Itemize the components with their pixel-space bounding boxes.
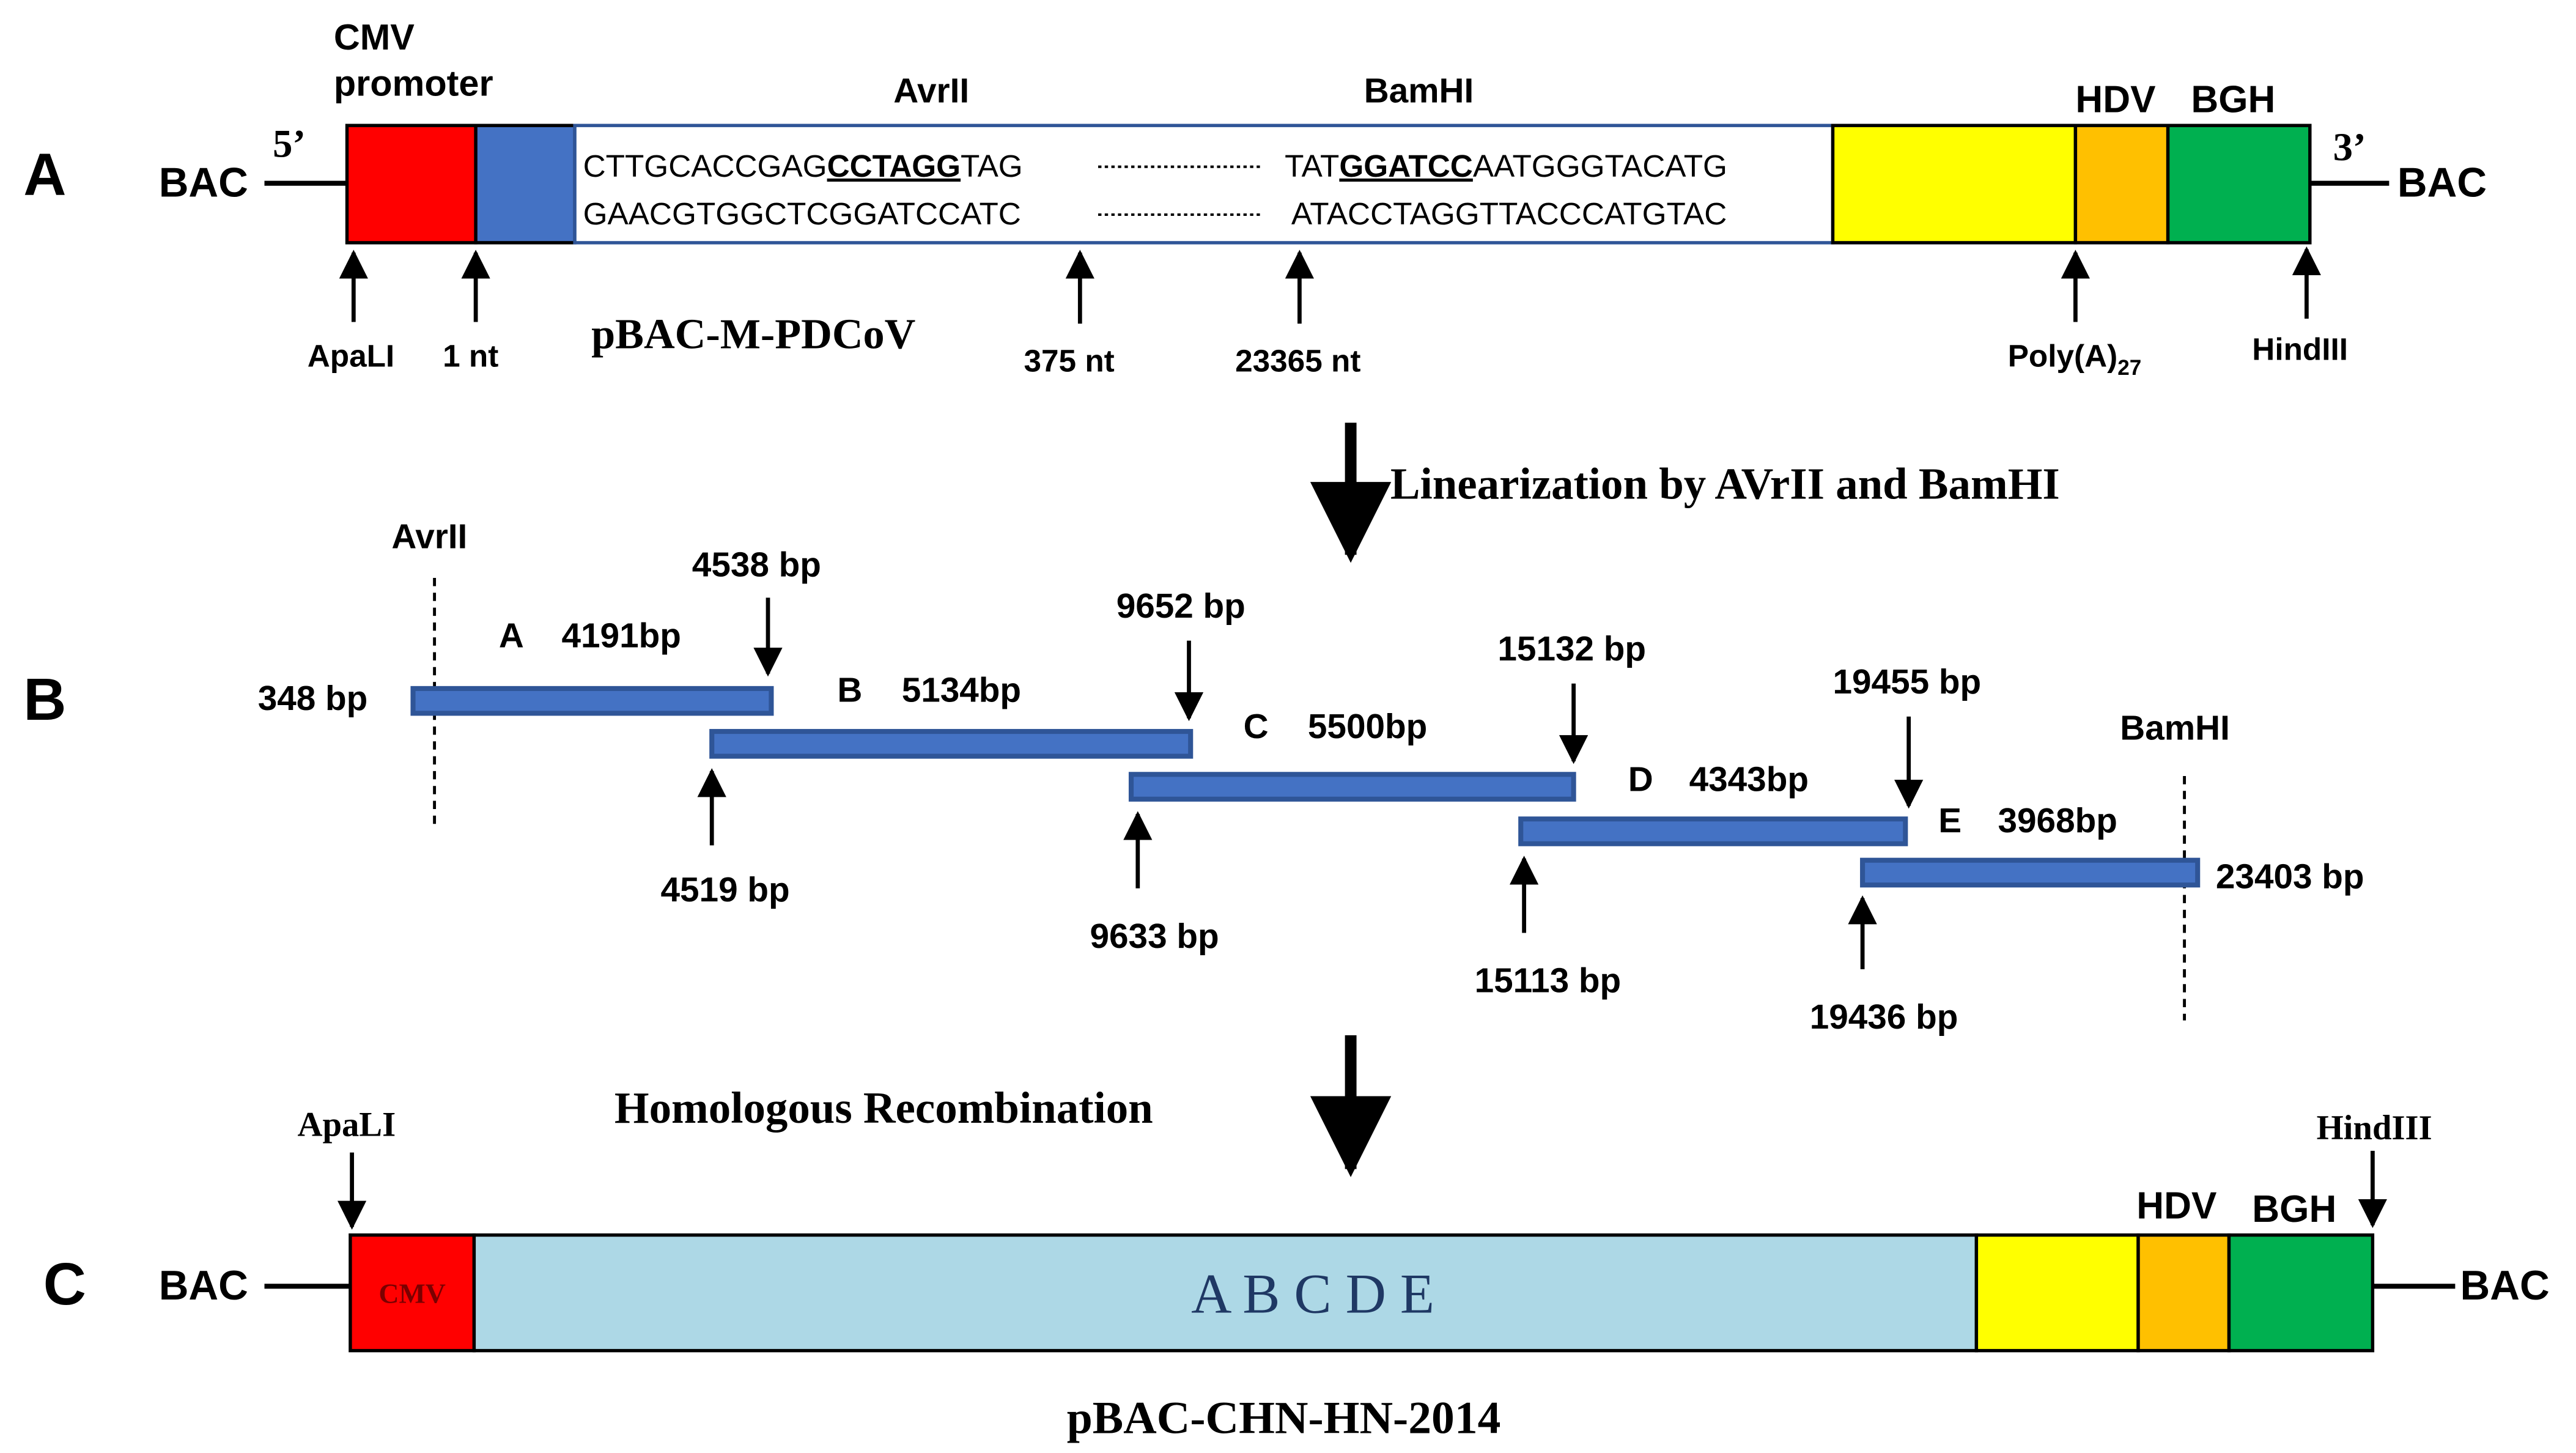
fragment-b-bar [709,729,1194,759]
arrow-polya-label: Poly(A)27 [2008,338,2142,380]
fragment-d-bar [1518,816,1908,846]
fragment-c-bar [1128,772,1576,802]
avrii-label-b: AvrII [391,517,467,556]
cmv-label-line1: CMV [334,17,415,57]
cmv-label-line2: promoter [334,63,493,104]
fragment-e-size: 3968bp [1998,802,2117,840]
bac-right-label-c: BAC [2460,1263,2550,1309]
fragment-d-start: 15113 bp [1475,962,1622,1000]
leader-box [474,124,577,245]
hdv-box [2073,124,2170,245]
insert-label-c: A B C D E [1191,1262,1434,1325]
arrow-375nt-label: 375 nt [1024,344,1115,379]
fragment-c-size: 5500bp [1308,708,1427,746]
bgh-box [2166,124,2312,245]
panel-b-label: B [23,666,66,733]
sequence-bottom-left: GAACGTGGCTCGGATCCATC [583,196,1021,231]
five-prime-label: 5’ [273,122,306,166]
bac-left-label: BAC [159,160,248,205]
arrow-1nt-label: 1 nt [443,338,498,373]
fragment-c-name: C [1244,708,1269,746]
sequence-top-left: CTTGCACCGAGCCTAGGTAG [583,149,1023,183]
fragment-d-name: D [1628,760,1653,799]
fragment-e-start: 19436 bp [1810,998,1958,1037]
fragment-d-end: 19455 bp [1833,663,1982,701]
insert-box-c [472,1233,1979,1353]
fragment-a-bar [410,686,774,716]
bgh-box-c [2227,1233,2375,1353]
apali-label-c: ApaLI [298,1106,396,1144]
bgh-label-c: BGH [2252,1188,2336,1230]
fragment-a-end: 4538 bp [692,545,821,584]
fragment-a-name: A [499,616,524,655]
fragment-b-end: 9652 bp [1116,587,1246,626]
fragment-e-bar [1860,857,2201,888]
arrow-hindiii-label: HindIII [2252,332,2348,367]
panel-c-label: C [43,1251,86,1317]
bac-right-label: BAC [2397,160,2487,205]
bac-left-label-c: BAC [159,1263,248,1309]
cmv-promoter-box [345,124,478,245]
bamhi-label-b: BamHI [2120,709,2230,748]
fragment-e-name: E [1938,802,1962,840]
arrow-23365nt-label: 23365 nt [1235,344,1360,379]
panel-c: C BAC ApaLI CMV A B C D E HDV BGH HindII… [43,1106,2550,1444]
panel-a: A BAC 5’ 3’ BAC CMV promoter AvrII BamHI… [23,17,2487,380]
construct-name-a: pBAC-M-PDCoV [591,311,915,358]
fragment-b-start: 4519 bp [661,871,790,909]
avrii-label-top: AvrII [893,72,969,110]
fragment-b-size: 5134bp [902,671,1021,710]
step2-label: Homologous Recombination [614,1083,1153,1133]
three-prime-label: 3’ [2333,125,2366,169]
panel-a-label: A [23,141,66,208]
hdv-label-top: HDV [2075,79,2155,121]
construct-name-c: pBAC-CHN-HN-2014 [1067,1393,1501,1444]
sequence-bottom-right: ATACCTAGGTTACCCATGTAC [1291,196,1727,231]
panel-b: B AvrII BamHI A 4191bp 348 bp 4538 bp B … [23,517,2364,1037]
hindiii-label-c: HindIII [2317,1109,2432,1147]
fragment-a-size: 4191bp [562,616,681,655]
fragment-c-end: 15132 bp [1497,630,1646,668]
bamhi-label-top: BamHI [1364,72,1474,110]
arrow-apali-label: ApaLI [308,338,395,373]
bgh-label-top: BGH [2191,79,2275,121]
fragment-b-name: B [837,671,862,710]
yellow-box-c [1974,1233,2140,1353]
cmv-label-c: CMV [378,1277,446,1309]
fragment-a-start: 348 bp [258,679,368,718]
yellow-box [1831,124,2078,245]
sequence-top-right: TATGGATCCAATGGGTACATG [1285,149,1727,183]
fragment-c-start: 9633 bp [1090,917,1219,956]
step1-label: Linearization by AVrII and BamHI [1390,459,2060,508]
hdv-box-c [2136,1233,2231,1353]
fragment-e-end: 23403 bp [2216,858,2364,897]
fragment-d-size: 4343bp [1689,760,1809,799]
hdv-label-c: HDV [2136,1185,2216,1227]
cmv-box-c [349,1233,476,1353]
